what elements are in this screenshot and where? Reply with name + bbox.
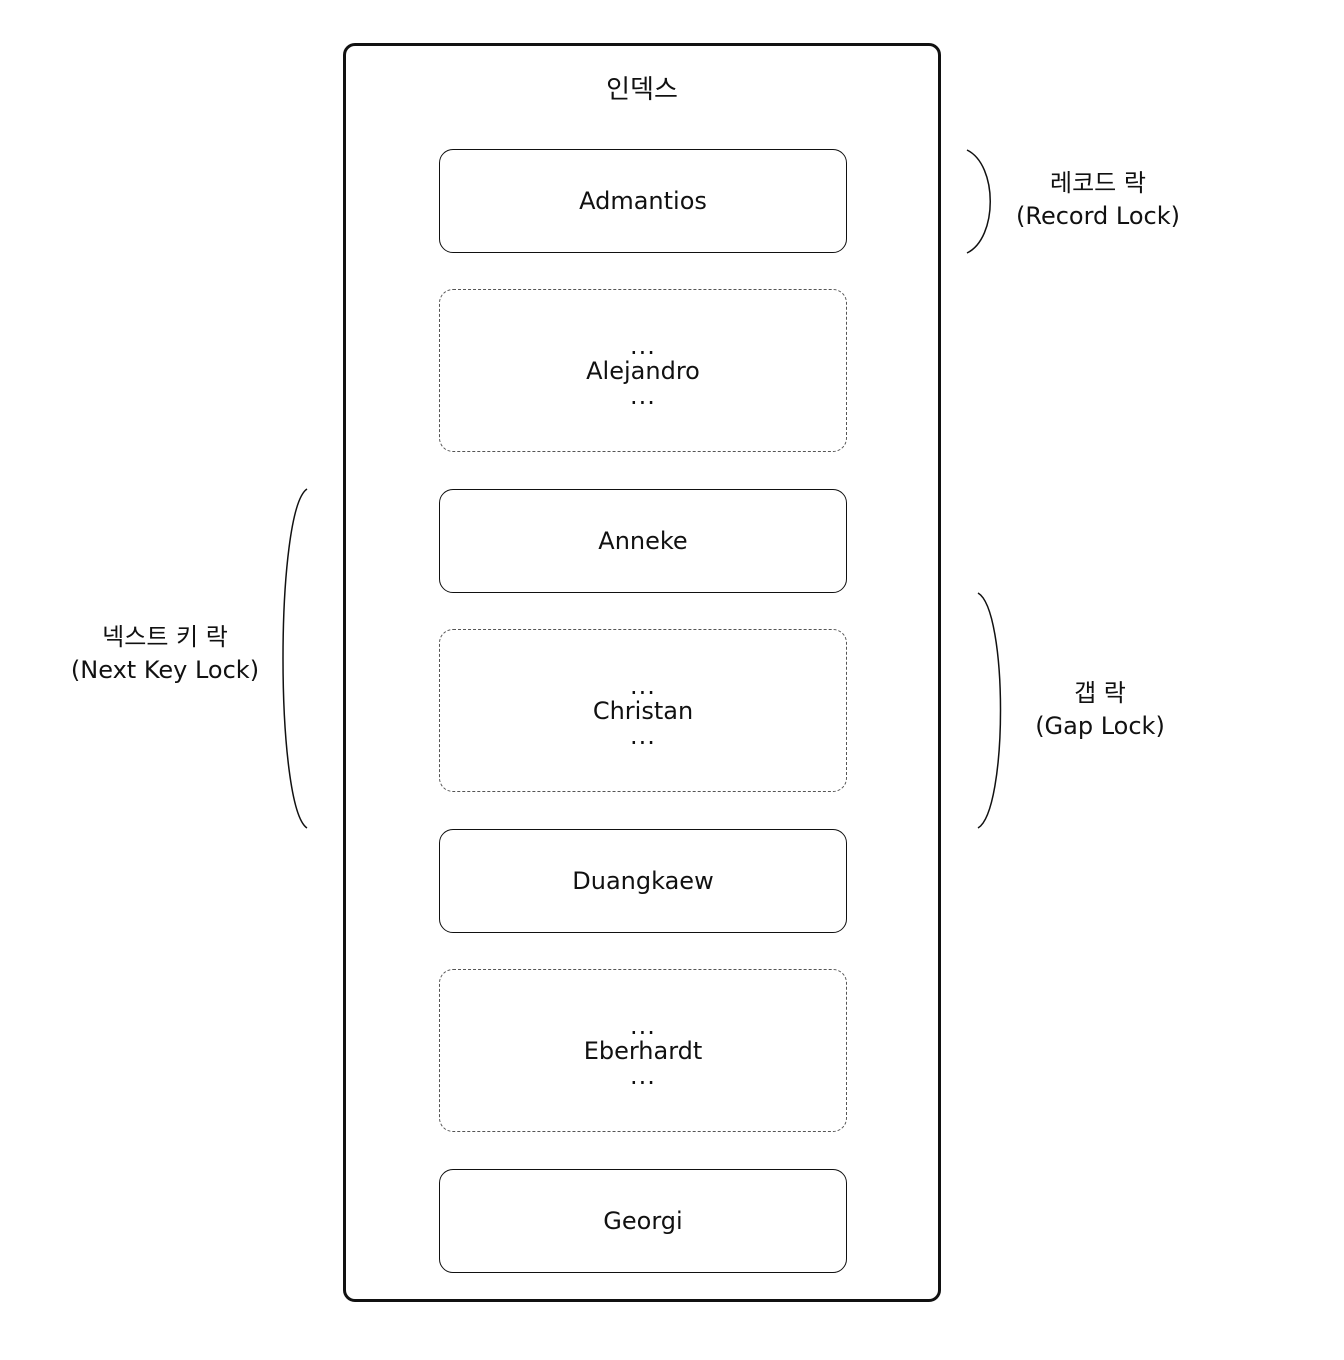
gap-christan: ... Christan ... xyxy=(439,629,847,792)
gap-lock-bracket xyxy=(977,592,1002,829)
gap-dots-top: ... xyxy=(630,331,656,360)
gap-dots-bottom: ... xyxy=(630,381,656,410)
record-duangkaew: Duangkaew xyxy=(439,829,847,933)
record-lock-label: 레코드 락 (Record Lock) xyxy=(988,167,1208,233)
record-lock-subtitle: (Record Lock) xyxy=(1015,202,1180,230)
record-name: Duangkaew xyxy=(572,867,714,895)
gap-name: Alejandro xyxy=(586,356,700,385)
record-anneke: Anneke xyxy=(439,489,847,593)
record-admantios: Admantios xyxy=(439,149,847,253)
index-title: 인덱스 xyxy=(606,75,678,105)
record-lock-bracket xyxy=(966,149,991,254)
next-key-lock-title: 넥스트 키 락 xyxy=(102,623,228,651)
gap-dots-bottom: ... xyxy=(630,721,656,750)
gap-name: Christan xyxy=(592,696,694,725)
gap-lock-title: 갭 락 xyxy=(1074,679,1126,707)
record-name: Georgi xyxy=(603,1207,683,1235)
record-georgi: Georgi xyxy=(439,1169,847,1273)
gap-dots-top: ... xyxy=(630,671,656,700)
gap-dots-bottom: ... xyxy=(630,1061,656,1090)
next-key-lock-subtitle: (Next Key Lock) xyxy=(70,656,260,684)
gap-eberhardt: ... Eberhardt ... xyxy=(439,969,847,1132)
gap-lock-subtitle: (Gap Lock) xyxy=(1035,712,1165,740)
next-key-lock-label: 넥스트 키 락 (Next Key Lock) xyxy=(40,621,290,687)
gap-name: Eberhardt xyxy=(583,1036,703,1065)
gap-alejandro: ... Alejandro ... xyxy=(439,289,847,452)
record-name: Anneke xyxy=(598,527,688,555)
index-container xyxy=(343,43,941,1302)
next-key-lock-bracket xyxy=(282,488,308,829)
gap-dots-top: ... xyxy=(630,1011,656,1040)
gap-lock-label: 갭 락 (Gap Lock) xyxy=(990,677,1210,743)
record-lock-title: 레코드 락 xyxy=(1050,169,1146,197)
record-name: Admantios xyxy=(579,187,707,215)
